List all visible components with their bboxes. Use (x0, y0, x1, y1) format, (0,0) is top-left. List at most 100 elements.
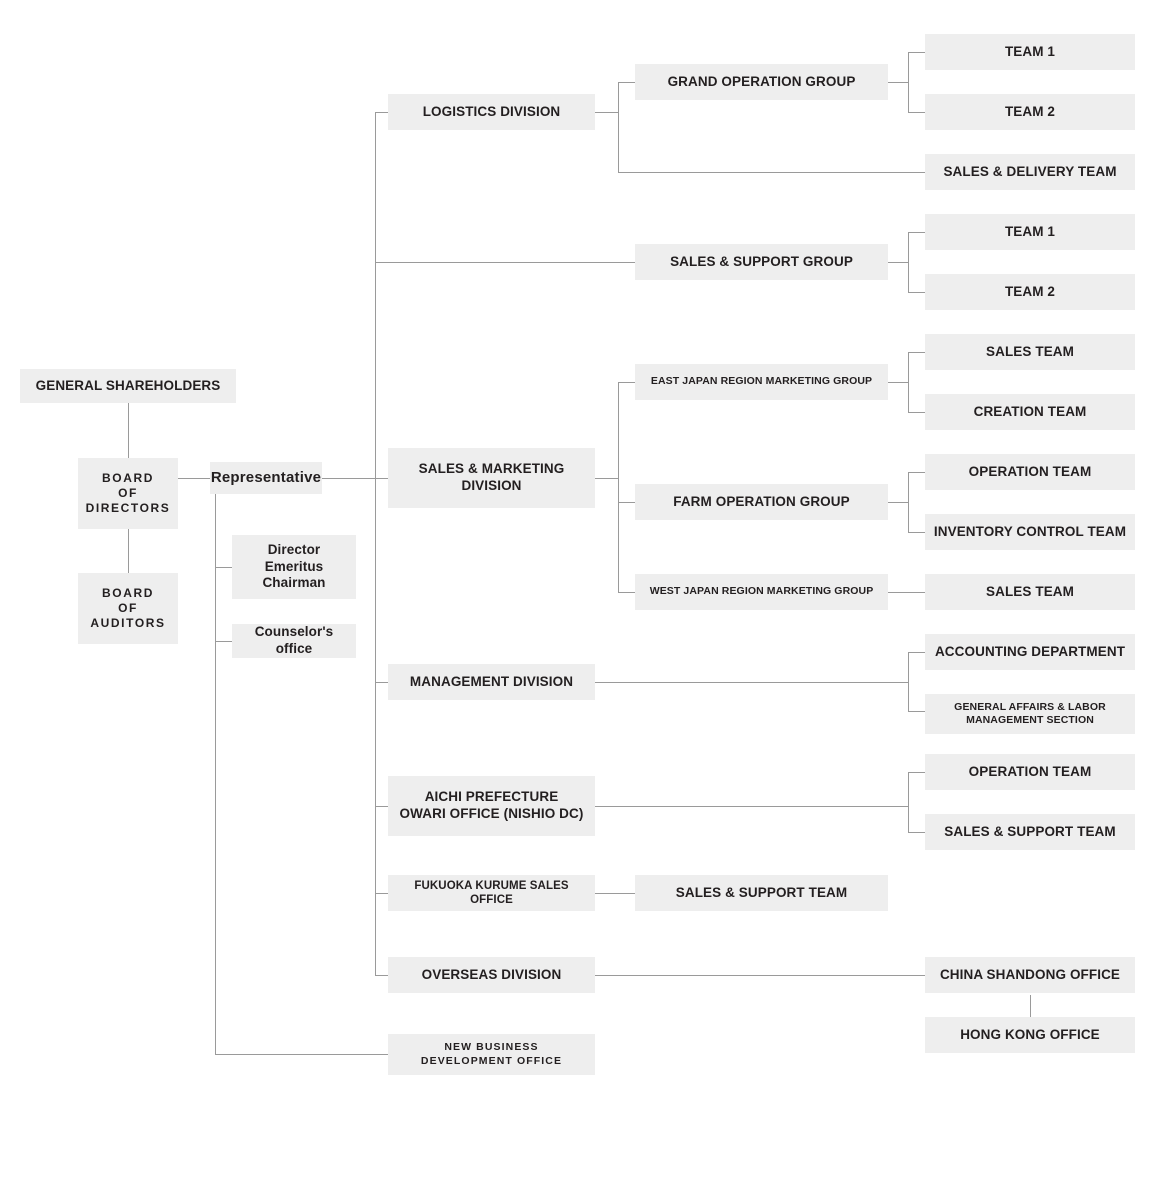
connector-line (618, 172, 925, 173)
node-east-creation-team[interactable]: CREATION TEAM (925, 394, 1135, 430)
node-label: TEAM 1 (1004, 43, 1056, 59)
connector-line (908, 832, 925, 833)
node-label: CHINA SHANDONG OFFICE (939, 966, 1121, 982)
connector-line (888, 382, 908, 383)
connector-line (888, 592, 925, 593)
node-label-line1: NEW BUSINESS (444, 1041, 539, 1054)
node-label: OPERATION TEAM (968, 463, 1092, 479)
node-label: OVERSEAS DIVISION (421, 966, 562, 982)
node-label: SALES & SUPPORT TEAM (675, 884, 848, 900)
connector-line (595, 682, 908, 683)
connector-line (908, 352, 925, 353)
connector-line (215, 494, 216, 1054)
node-aichi-operation-team[interactable]: OPERATION TEAM (925, 754, 1135, 790)
node-east-sales-team[interactable]: SALES TEAM (925, 334, 1135, 370)
node-accounting-department[interactable]: ACCOUNTING DEPARTMENT (925, 634, 1135, 670)
connector-line (908, 352, 909, 413)
node-label: SALES & SUPPORT GROUP (670, 253, 853, 269)
node-label: SALES & SUPPORT TEAM (944, 823, 1116, 839)
connector-line (375, 112, 376, 975)
node-fukuoka-sales-support-team[interactable]: SALES & SUPPORT TEAM (635, 875, 888, 911)
node-label: Counselor's office (254, 624, 334, 656)
node-sales-support-group[interactable]: SALES & SUPPORT GROUP (635, 244, 888, 280)
node-board-of-auditors[interactable]: BOARD OF AUDITORS (78, 573, 178, 644)
node-label: WEST JAPAN REGION MARKETING GROUP (649, 585, 874, 598)
connector-line (375, 682, 388, 683)
node-counselors-office[interactable]: Counselor's office (232, 624, 356, 658)
connector-line (908, 52, 925, 53)
connector-line (128, 403, 129, 479)
connector-line (618, 382, 619, 592)
connector-line (908, 772, 925, 773)
node-sales-marketing-division[interactable]: SALES & MARKETING DIVISION (388, 448, 595, 508)
node-overseas-division[interactable]: OVERSEAS DIVISION (388, 957, 595, 993)
connector-line (888, 82, 908, 83)
node-label-line2: DIVISION (461, 478, 522, 493)
node-logistics-division[interactable]: LOGISTICS DIVISION (388, 94, 595, 130)
node-east-japan-group[interactable]: EAST JAPAN REGION MARKETING GROUP (635, 364, 888, 400)
node-aichi-sales-support-team[interactable]: SALES & SUPPORT TEAM (925, 814, 1135, 850)
node-label-line1: BOARD (102, 471, 154, 485)
connector-line (618, 82, 635, 83)
node-farm-inventory-team[interactable]: INVENTORY CONTROL TEAM (925, 514, 1135, 550)
node-label: ACCOUNTING DEPARTMENT (934, 643, 1126, 659)
node-label: INVENTORY CONTROL TEAM (933, 523, 1127, 539)
connector-line (375, 975, 388, 976)
node-label: SALES TEAM (985, 583, 1074, 599)
node-label-line2: OF (118, 601, 138, 615)
node-label: GENERAL SHAREHOLDERS (35, 377, 221, 393)
node-grand-team-1[interactable]: TEAM 1 (925, 34, 1135, 70)
node-label-line1: GENERAL AFFAIRS & LABOR (954, 700, 1106, 713)
node-general-affairs-section[interactable]: GENERAL AFFAIRS & LABOR MANAGEMENT SECTI… (925, 694, 1135, 734)
connector-line (618, 82, 619, 172)
node-farm-operation-team[interactable]: OPERATION TEAM (925, 454, 1135, 490)
node-label: TEAM 2 (1004, 103, 1056, 119)
node-aichi-office[interactable]: AICHI PREFECTURE OWARI OFFICE (NISHIO DC… (388, 776, 595, 836)
connector-line (908, 232, 925, 233)
node-management-division[interactable]: MANAGEMENT DIVISION (388, 664, 595, 700)
node-support-team-2[interactable]: TEAM 2 (925, 274, 1135, 310)
connector-line (908, 772, 909, 832)
node-grand-operation-group[interactable]: GRAND OPERATION GROUP (635, 64, 888, 100)
node-label-line2: MANAGEMENT SECTION (966, 714, 1094, 726)
node-label-line3: DIRECTORS (85, 501, 171, 515)
node-west-japan-group[interactable]: WEST JAPAN REGION MARKETING GROUP (635, 574, 888, 610)
node-fukuoka-office[interactable]: FUKUOKA KURUME SALES OFFICE (388, 875, 595, 911)
node-label: HONG KONG OFFICE (960, 1026, 1100, 1042)
connector-line (595, 478, 618, 479)
connector-line (618, 382, 635, 383)
node-grand-team-2[interactable]: TEAM 2 (925, 94, 1135, 130)
connector-line (375, 262, 635, 263)
node-label: OPERATION TEAM (968, 763, 1092, 779)
node-board-of-directors[interactable]: BOARD OF DIRECTORS (78, 458, 178, 529)
node-label: GRAND OPERATION GROUP (667, 73, 856, 89)
connector-line (215, 641, 232, 642)
node-label: Representative (210, 468, 322, 486)
connector-line (595, 893, 635, 894)
node-label: SALES & DELIVERY TEAM (943, 163, 1117, 179)
node-director-emeritus-chairman[interactable]: Director Emeritus Chairman (232, 535, 356, 599)
connector-line (375, 893, 388, 894)
node-general-shareholders[interactable]: GENERAL SHAREHOLDERS (20, 369, 236, 403)
node-new-business-office[interactable]: NEW BUSINESS DEVELOPMENT OFFICE (388, 1034, 595, 1075)
node-label: LOGISTICS DIVISION (422, 103, 561, 119)
node-hong-kong-office[interactable]: HONG KONG OFFICE (925, 1017, 1135, 1053)
node-representative[interactable]: Representative (210, 462, 322, 494)
connector-line (908, 52, 909, 113)
node-label-line3: Chairman (262, 575, 326, 591)
node-support-team-1[interactable]: TEAM 1 (925, 214, 1135, 250)
node-label: TEAM 2 (1004, 283, 1056, 299)
connector-line (322, 478, 376, 479)
connector-line (1030, 995, 1031, 1035)
connector-line (618, 592, 635, 593)
node-label: EAST JAPAN REGION MARKETING GROUP (650, 375, 873, 388)
connector-line (215, 567, 232, 568)
node-west-sales-team[interactable]: SALES TEAM (925, 574, 1135, 610)
connector-line (908, 112, 925, 113)
connector-line (908, 532, 925, 533)
node-sales-delivery-team[interactable]: SALES & DELIVERY TEAM (925, 154, 1135, 190)
node-farm-operation-group[interactable]: FARM OPERATION GROUP (635, 484, 888, 520)
node-label-line1: SALES & MARKETING (418, 461, 565, 477)
node-china-shandong-office[interactable]: CHINA SHANDONG OFFICE (925, 957, 1135, 993)
